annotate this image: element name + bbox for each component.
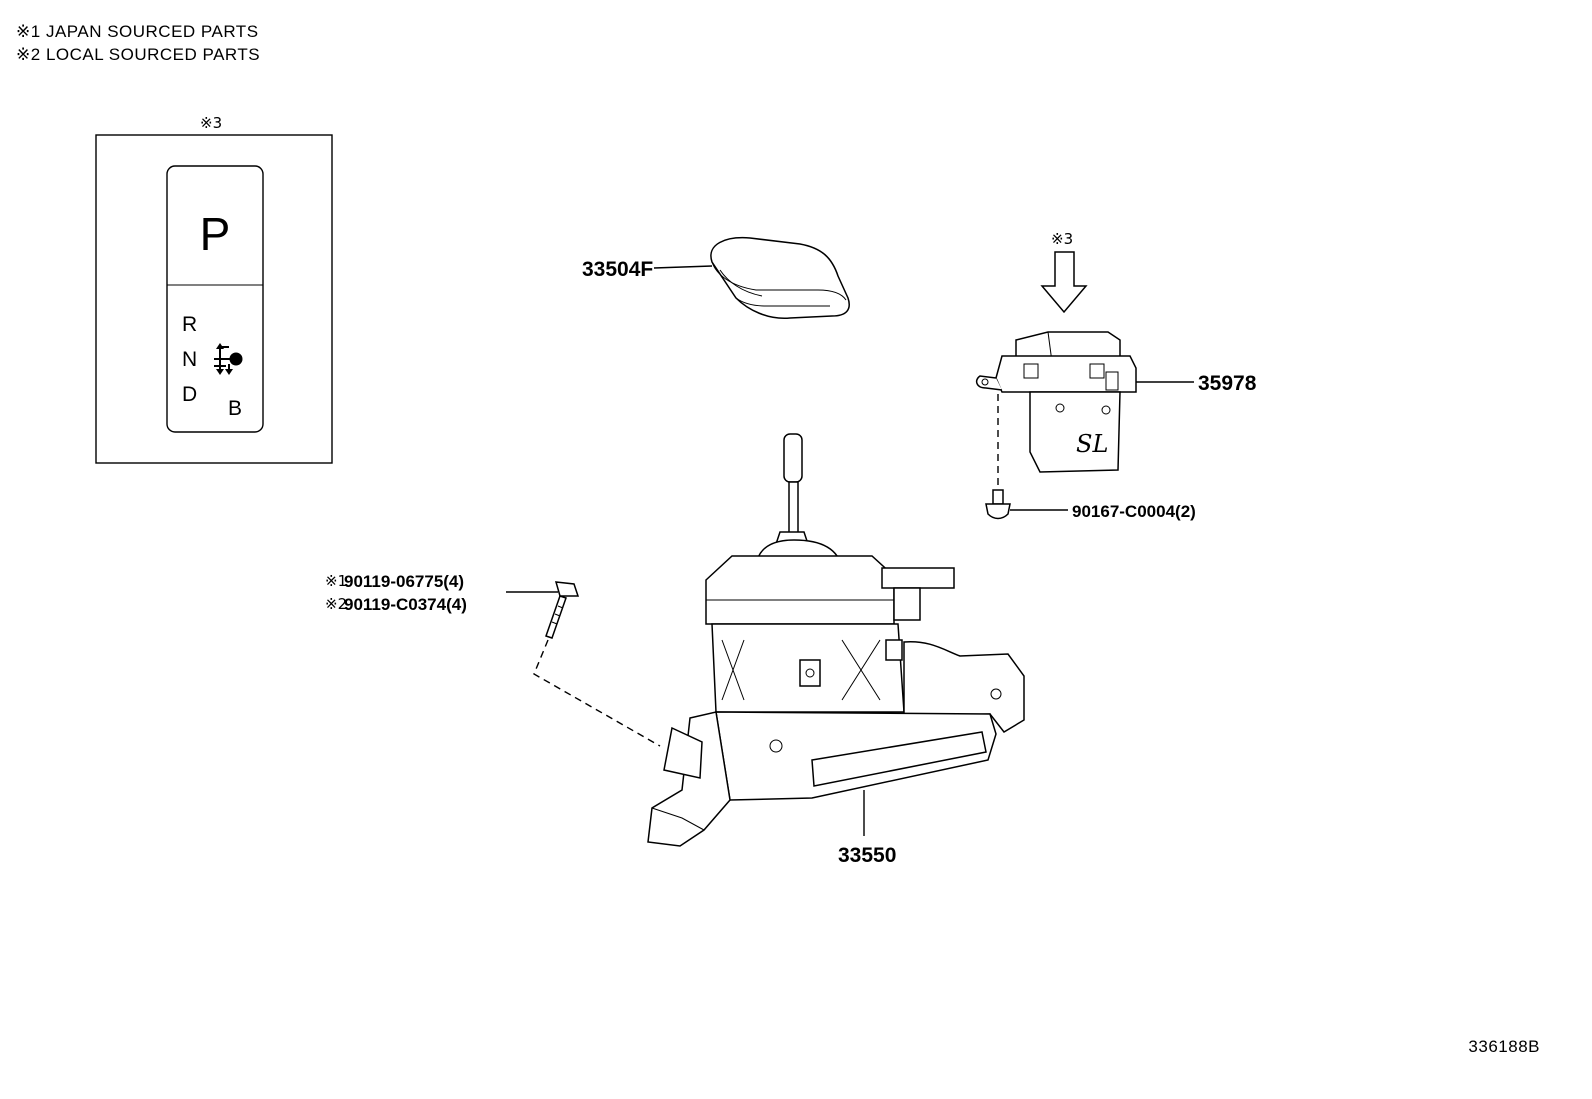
bolt-icon [545,581,580,639]
inset-mark: ※3 [200,114,222,132]
view-arrow-icon [1040,251,1088,314]
bolt-local-mark: ※2 [325,595,347,613]
shifter-assembly-drawing [647,433,1025,847]
note-japan-sourced: ※1 JAPAN SOURCED PARTS [16,22,259,42]
label-bolt-local: 90119-C0374(4) [344,595,467,614]
note-text-1: JAPAN SOURCED PARTS [45,22,259,41]
shift-plate-outline [166,165,264,433]
note-mark-1: ※1 [16,22,41,41]
note-mark-2: ※2 [16,45,41,64]
gear-r-label: R [182,313,197,336]
inset-shift-plate: ※3 P R N D B [95,114,333,464]
bolt-japan-mark: ※1 [325,572,347,590]
leader-knob [653,265,713,269]
switch-assembly-drawing: SL [975,331,1137,473]
note-local-sourced: ※2 LOCAL SOURCED PARTS [16,45,260,65]
note-text-2: LOCAL SOURCED PARTS [45,45,261,64]
gear-d-label: D [182,383,197,406]
label-screw: 90167-C0004(2) [1072,502,1196,521]
label-bolt-japan: 90119-06775(4) [344,572,464,591]
diagram-ref-number: 336188B [1468,1037,1540,1056]
switch-mark: ※3 [1051,230,1073,248]
label-switch: 35978 [1198,372,1257,395]
shift-gate-icon [214,343,243,375]
inset-frame [95,134,333,464]
bolt-dash-line [533,639,661,747]
screw-icon [985,489,1011,520]
label-shifter: 33550 [838,844,896,867]
gear-p-label: P [200,208,231,260]
gear-b-label: B [228,397,242,420]
switch-marking: SL [1076,430,1108,458]
shift-knob-drawing [710,236,850,319]
label-knob: 33504F [582,258,653,281]
gear-n-label: N [182,348,197,371]
